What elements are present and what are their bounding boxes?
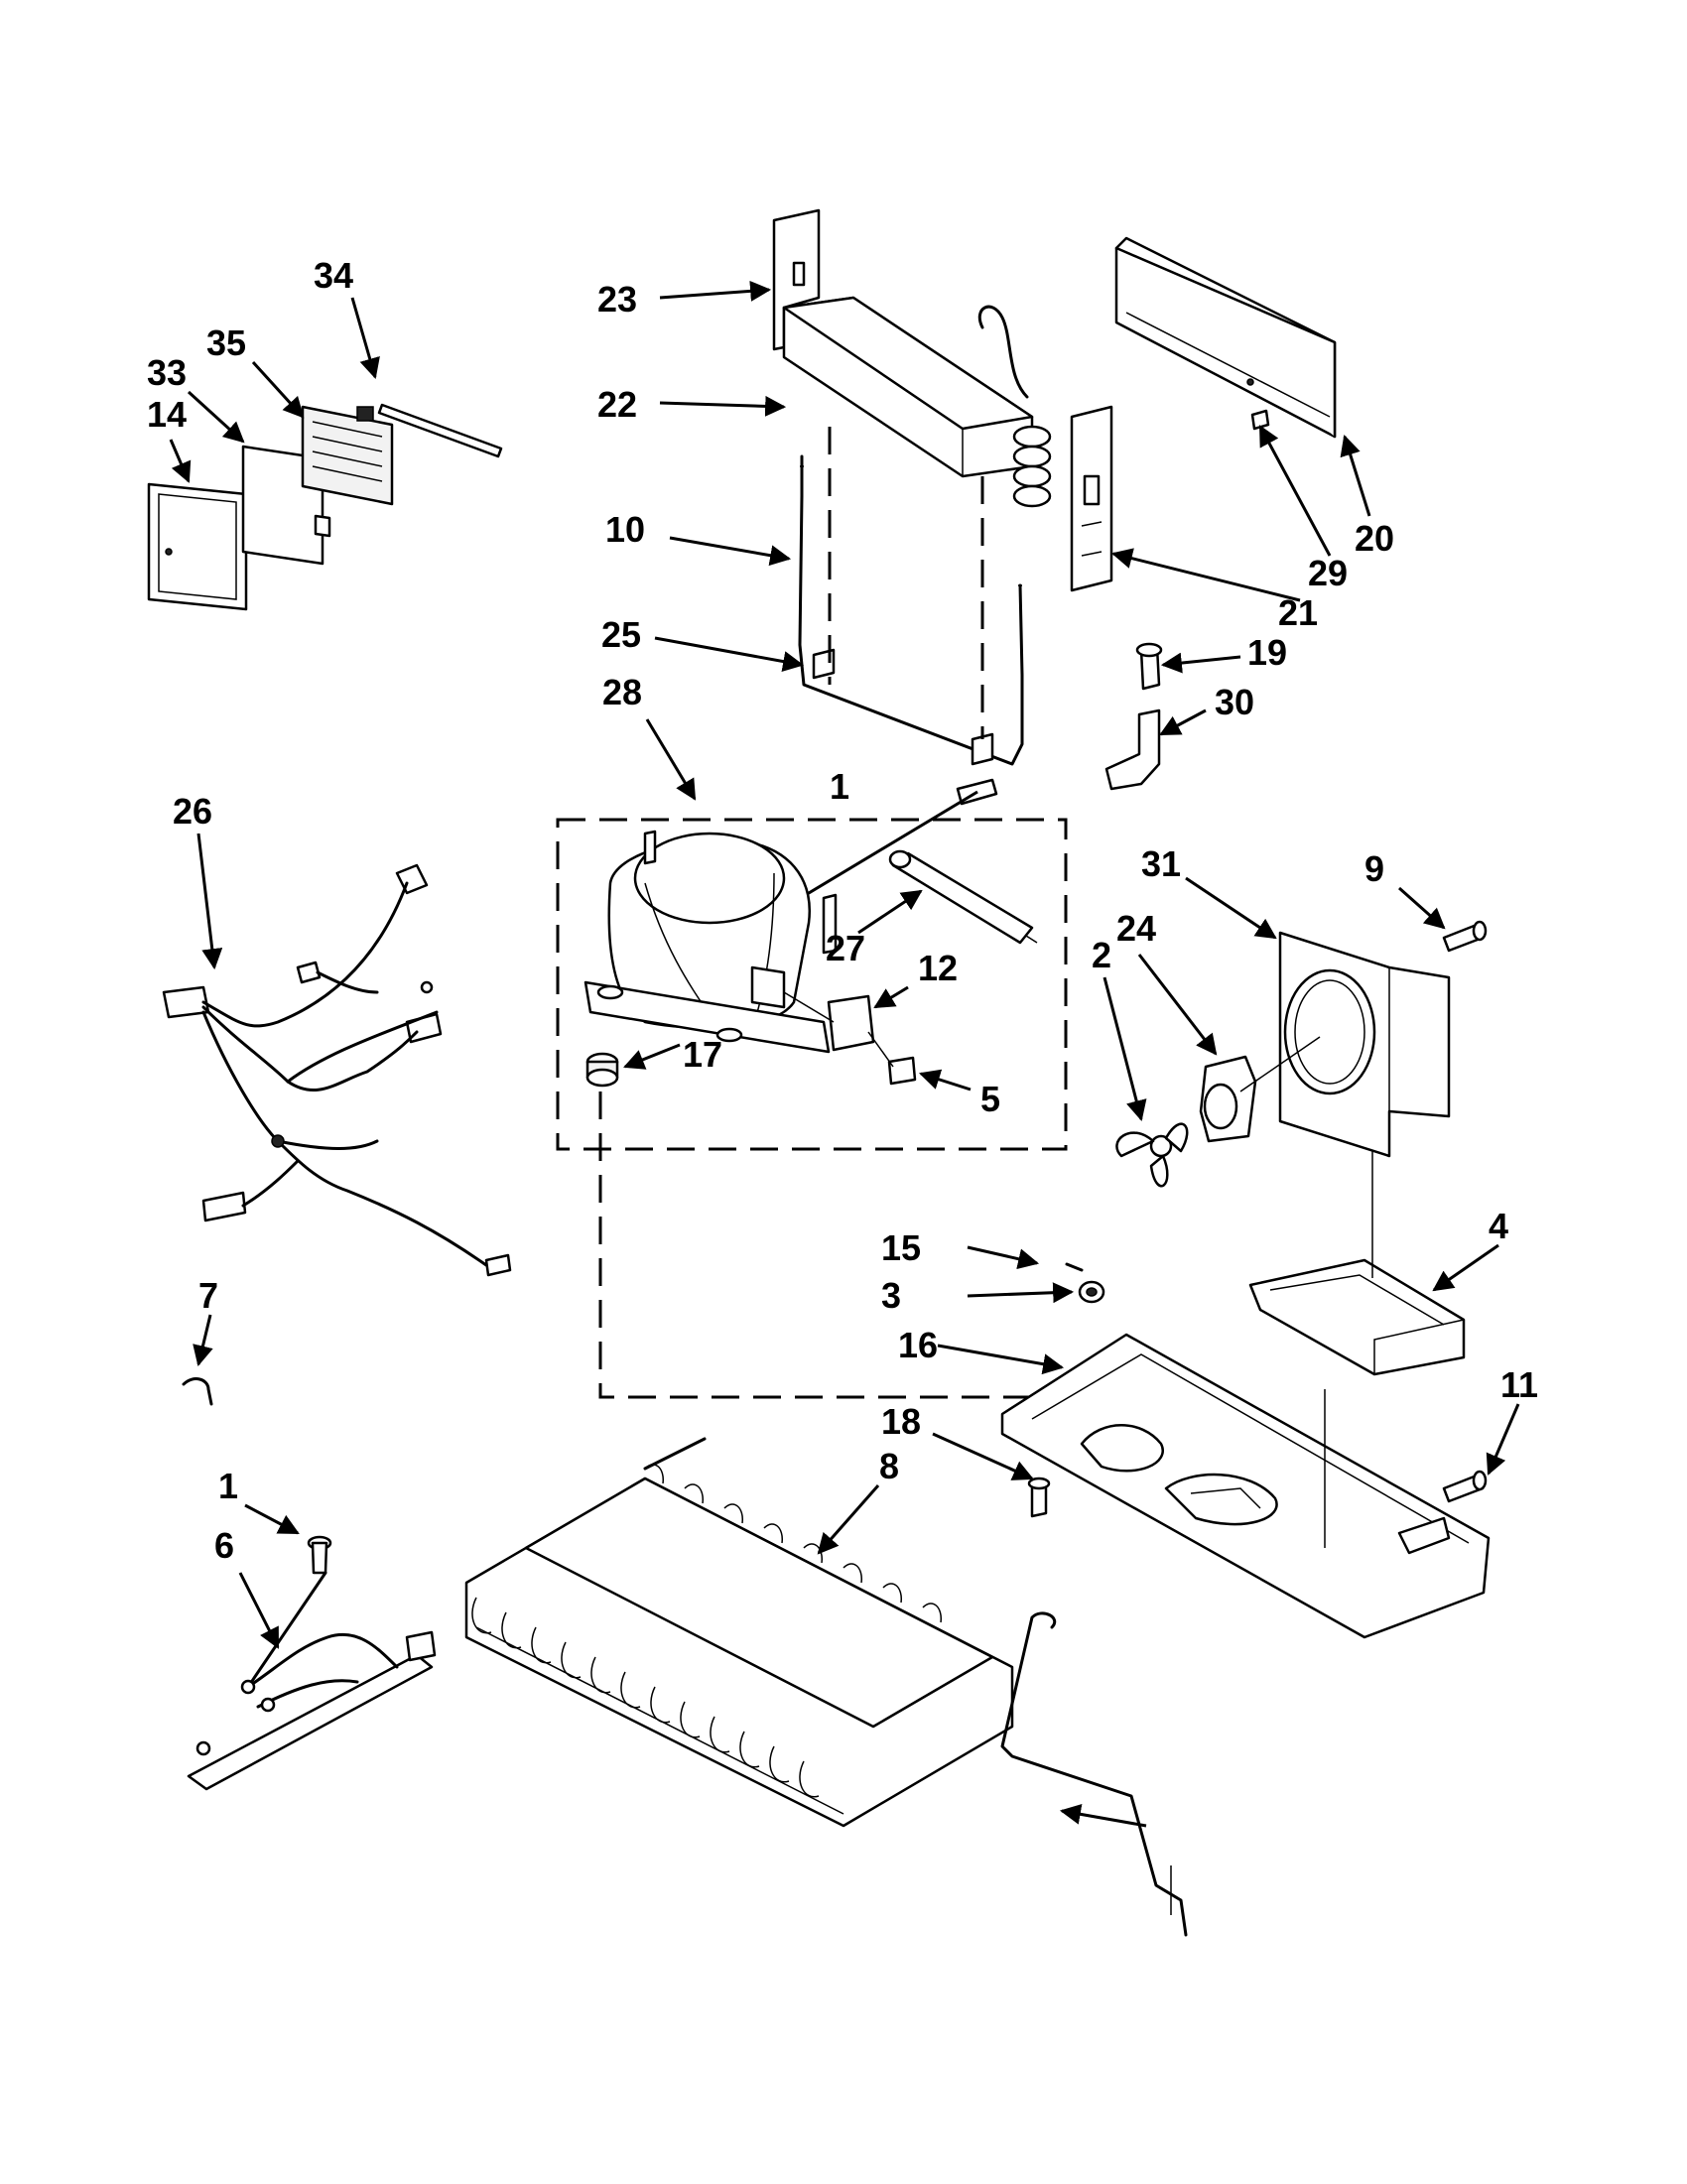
part-19-bracket — [1104, 708, 1161, 791]
callout-21: 19 — [1247, 632, 1287, 673]
part-11-clip — [182, 1377, 213, 1406]
part-14-frame-cover — [147, 482, 248, 611]
callout-31: 31 — [1141, 843, 1181, 884]
part-34-strip — [377, 403, 503, 458]
part-30-pin — [1065, 1262, 1084, 1272]
part-7-ground-harness — [187, 1571, 437, 1791]
part-15-grommet — [1078, 1280, 1105, 1304]
callout-34: 34 — [314, 255, 353, 296]
part-22-evaporator — [782, 296, 1052, 508]
callout-19: 30 — [1215, 682, 1254, 722]
callout-7: 6 — [214, 1525, 234, 1566]
part-29-clip — [1250, 409, 1270, 431]
callout-18: 8 — [879, 1446, 899, 1486]
callout-1-bottom: 1 — [218, 1466, 238, 1506]
callout-8: 4 — [1489, 1206, 1508, 1246]
part-3-base-pan — [1000, 1333, 1491, 1639]
part-12-relay — [783, 991, 875, 1052]
callout-15: 3 — [881, 1275, 901, 1316]
part-21-screw — [1135, 642, 1163, 691]
part-23-evaporator-bracket-right — [1070, 405, 1113, 592]
callout-33: 33 — [147, 352, 187, 393]
callout-24: 24 — [1116, 908, 1156, 949]
part-28-compressor-box — [556, 818, 1068, 1151]
callout-9: 9 — [1364, 848, 1384, 889]
part-1-screw-top — [783, 778, 998, 910]
callout-27: 27 — [826, 928, 865, 968]
callout-1-top: 1 — [830, 766, 849, 807]
callout-20: 20 — [1355, 518, 1394, 559]
callout-23-right: 21 — [1278, 592, 1318, 633]
part-1-screw-bottom — [307, 1535, 332, 1575]
part-18-condenser — [464, 1437, 1014, 1828]
dashed-connectors — [598, 427, 1082, 1399]
callout-17: 17 — [683, 1034, 722, 1075]
callout-labels: 34 35 33 14 23 22 10 25 28 1 26 27 12 17… — [147, 255, 1538, 1566]
callout-28: 28 — [602, 672, 642, 712]
part-10-defrost-heater — [798, 454, 1024, 766]
callout-14: 14 — [147, 394, 187, 435]
part-compressor — [584, 830, 838, 1054]
callout-10: 10 — [605, 509, 645, 550]
part-9-screw — [1442, 920, 1488, 953]
callout-35: 35 — [206, 322, 246, 363]
callout-23-top: 23 — [597, 279, 637, 320]
leader-arrows — [169, 280, 1520, 1828]
part-6-drain-tube — [1000, 1611, 1188, 1937]
part-24-fan-motor — [1199, 1036, 1321, 1143]
callout-29: 29 — [1308, 553, 1348, 593]
callout-22: 22 — [597, 384, 637, 425]
part-5-connector — [867, 1031, 917, 1086]
callout-16: 18 — [881, 1401, 921, 1442]
callout-26: 26 — [173, 791, 212, 832]
callout-2: 2 — [1092, 935, 1111, 975]
callout-5: 5 — [980, 1079, 1000, 1119]
part-31-fan-shroud — [1278, 931, 1451, 1158]
part-2-fan-blade — [1115, 1122, 1189, 1188]
part-26-wire-harness — [162, 863, 512, 1277]
callout-12: 12 — [918, 948, 958, 988]
part-17-grommet — [585, 1052, 619, 1088]
part-20-channel — [1114, 236, 1337, 439]
part-27-drier — [888, 849, 1038, 945]
part-4-screw — [1442, 1470, 1488, 1503]
part-8-fan-bracket — [1248, 1151, 1466, 1376]
callout-3: 16 — [898, 1325, 938, 1365]
part-35-control-board — [301, 405, 394, 506]
callout-11: 7 — [198, 1275, 218, 1316]
callout-30: 15 — [881, 1227, 921, 1268]
callout-4: 11 — [1500, 1364, 1538, 1405]
callout-25: 25 — [601, 614, 641, 655]
part-16-screw — [1027, 1477, 1051, 1518]
